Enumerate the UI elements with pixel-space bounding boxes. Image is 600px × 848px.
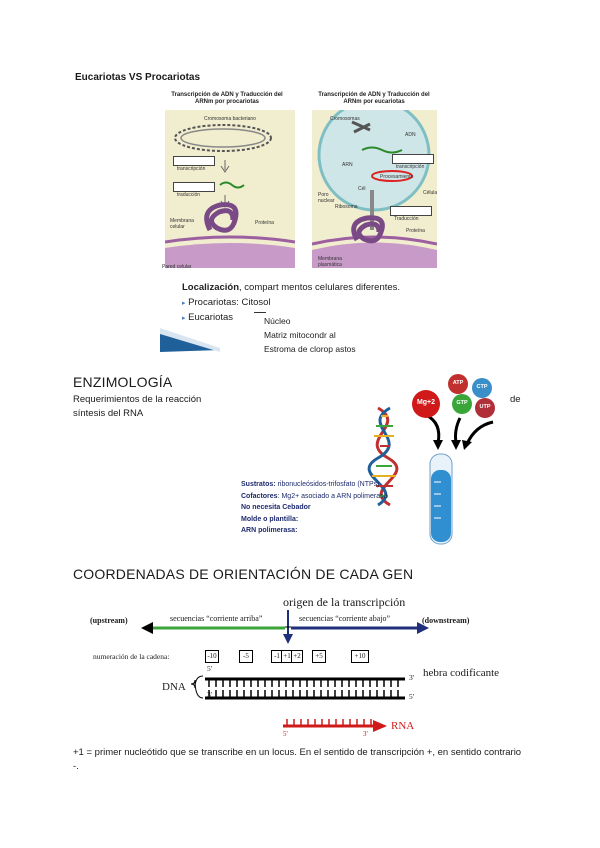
ion-utp-label: UTP: [479, 404, 491, 410]
upstream-seq-label: secuencias “corriente arriba”: [170, 614, 263, 623]
label-nucleus: Célula: [423, 190, 438, 196]
label-dna: ADN: [405, 132, 416, 138]
five-prime-top: 5': [207, 664, 213, 673]
strand-number-box: +10: [351, 650, 369, 663]
three-prime-bottom: 3': [207, 690, 213, 699]
label-processing: Procesamiento: [380, 174, 414, 180]
ion-atp-label: ATP: [452, 380, 464, 386]
localization-rest: , compart mentos celulares diferentes.: [239, 282, 401, 293]
requirement-rest: : Mg2+ asociado a ARN polimerasa: [277, 492, 388, 500]
upstream-label: (upstream): [90, 616, 128, 625]
label-plasma-membrane: Membrana plasmática: [318, 256, 342, 268]
ion-gtp-label: GTP: [456, 400, 468, 406]
label-transcription-euk: transcripción: [396, 164, 425, 170]
bullet-icon: ▸: [182, 300, 186, 307]
enzimologia-line2: síntesis del RNA: [73, 408, 144, 419]
requirement-item: No necesita Cebador: [241, 502, 388, 514]
requirement-bold: No necesita Cebador: [241, 504, 311, 511]
strand-number-box: +5: [312, 650, 326, 663]
ion-mg-label: Mg+2: [416, 399, 436, 406]
figure-caption-right: Transcripción de ADN y Traducción del AR…: [318, 92, 430, 105]
label-nuclear-pore: Poro nuclear: [318, 192, 335, 204]
label-box-transcription-euk: transcripción: [392, 154, 434, 170]
orientation-note: +1 = primer nucleótido que se transcribe…: [73, 747, 522, 772]
label-translation: traducción: [177, 192, 201, 198]
rna-three-prime: 3': [363, 730, 368, 738]
localization-line: Localización, compart mentos celulares d…: [182, 282, 400, 293]
label-chromosomes: Cromosomas: [330, 116, 360, 122]
label-box-translation: traducción: [173, 182, 215, 198]
section-title-enzimologia: ENZIMOLOGÍA: [73, 374, 173, 390]
procariotas-value: Citosol: [241, 297, 271, 308]
list-item-procariotas: ▸ Procariotas: Citosol: [182, 297, 271, 308]
slide-corner-decoration: [160, 328, 220, 352]
bullet-icon: ▸: [182, 315, 186, 322]
list-item-eucariotas: ▸ Eucariotas: [182, 312, 233, 323]
localization-bold: Localización: [182, 282, 240, 293]
sublist-item: Estroma de clorop astos: [264, 344, 356, 354]
requirement-item: ARN polimerasa:: [241, 525, 388, 537]
label-cell: Cél: [358, 186, 366, 192]
numbering-label: numeración de la cadena:: [93, 652, 170, 661]
label-protein-right: Proteína: [406, 228, 425, 234]
requirement-rest: ribonucleósidos-trifosfato (NTPs): [275, 481, 380, 488]
three-prime-top: 3': [409, 673, 415, 682]
requirements-list: Sustratos: ribonucleósidos-trifosfato (N…: [241, 479, 388, 537]
enzimologia-suffix: de: [510, 394, 521, 405]
dna-label: DNA: [162, 681, 186, 693]
origin-label: origen de la transcripción: [283, 595, 406, 609]
label-box-transcription: transcripción: [173, 156, 215, 172]
rna-label: RNA: [391, 720, 415, 732]
strand-number-box: +2: [291, 650, 303, 663]
rna-synthesis-illustration: [367, 374, 495, 545]
enzimologia-line1: Requerimientos de la reacción: [73, 394, 202, 405]
requirement-bold: Sustratos:: [241, 481, 276, 488]
label-protein-left: Proteína: [255, 220, 274, 226]
gene-orientation-diagram: origen de la transcripción (upstream) (d…: [85, 590, 510, 742]
eukaryote-sublist: Núcleo Matriz mitocondr al Estroma de cl…: [264, 314, 356, 356]
label-rna: ARN: [342, 162, 353, 168]
downstream-seq-label: secuencias “corriente abajo”: [299, 614, 391, 623]
procariotas-label: Procariotas:: [188, 297, 239, 308]
label-box-translation-euk: Traducción: [390, 206, 432, 222]
label-cell-wall: Pared celular: [162, 264, 192, 270]
prokaryote-cell-illustration: [165, 110, 295, 268]
strand-number-box: -5: [239, 650, 253, 663]
requirement-item: Cofactores: Mg2+ asociado a ARN polimera…: [241, 491, 388, 503]
sublist-item: Matriz mitocondr al: [264, 330, 336, 340]
figure-caption-left: Transcripción de ADN y Traducción del AR…: [171, 92, 283, 105]
section-title-coordenadas: COORDENADAS DE ORIENTACIÓN DE CADA GEN: [73, 566, 414, 582]
sublist-item: Núcleo: [264, 316, 291, 326]
ion-ctp-label: CTP: [476, 384, 488, 390]
label-cell-membrane: Membrana celular: [170, 218, 194, 230]
section-title-eucariotas: Eucariotas VS Procariotas: [75, 72, 201, 83]
bracket-line: [254, 312, 266, 319]
requirement-item: Molde o plantilla:: [241, 514, 388, 526]
euk-prok-figure: Transcripción de ADN y Traducción del AR…: [160, 90, 442, 354]
requirement-bold: ARN polimerasa:: [241, 527, 298, 534]
label-ribosomes: Ribosoma: [335, 204, 358, 210]
eukaryote-cell-illustration: [312, 110, 437, 268]
label-transcription: transcripción: [177, 166, 206, 172]
five-prime-bottom: 5': [409, 692, 415, 701]
requirement-bold: Molde o plantilla:: [241, 515, 299, 523]
strand-number-box: -10: [205, 650, 219, 663]
rna-five-prime: 5': [283, 730, 288, 738]
requirement-item: Sustratos: ribonucleósidos-trifosfato (N…: [241, 479, 388, 491]
requirement-bold: Cofactores: [241, 492, 278, 500]
label-bacterial-chromosome: Cromosoma bacteriano: [204, 116, 256, 122]
eucariotas-label: Eucariotas: [188, 312, 234, 323]
orientation-arrows-and-strands: [141, 610, 429, 732]
coding-strand-label: hebra codificante: [423, 667, 500, 679]
enzymology-figure: Mg+2 ATP CTP GTP UTP Sustratos: ribonucl…: [238, 370, 506, 546]
label-translation-euk: Traducción: [394, 216, 419, 222]
enzimologia-text: Requerimientos de la reacción síntesis d…: [73, 393, 201, 421]
downstream-label: (downstream): [422, 616, 470, 625]
